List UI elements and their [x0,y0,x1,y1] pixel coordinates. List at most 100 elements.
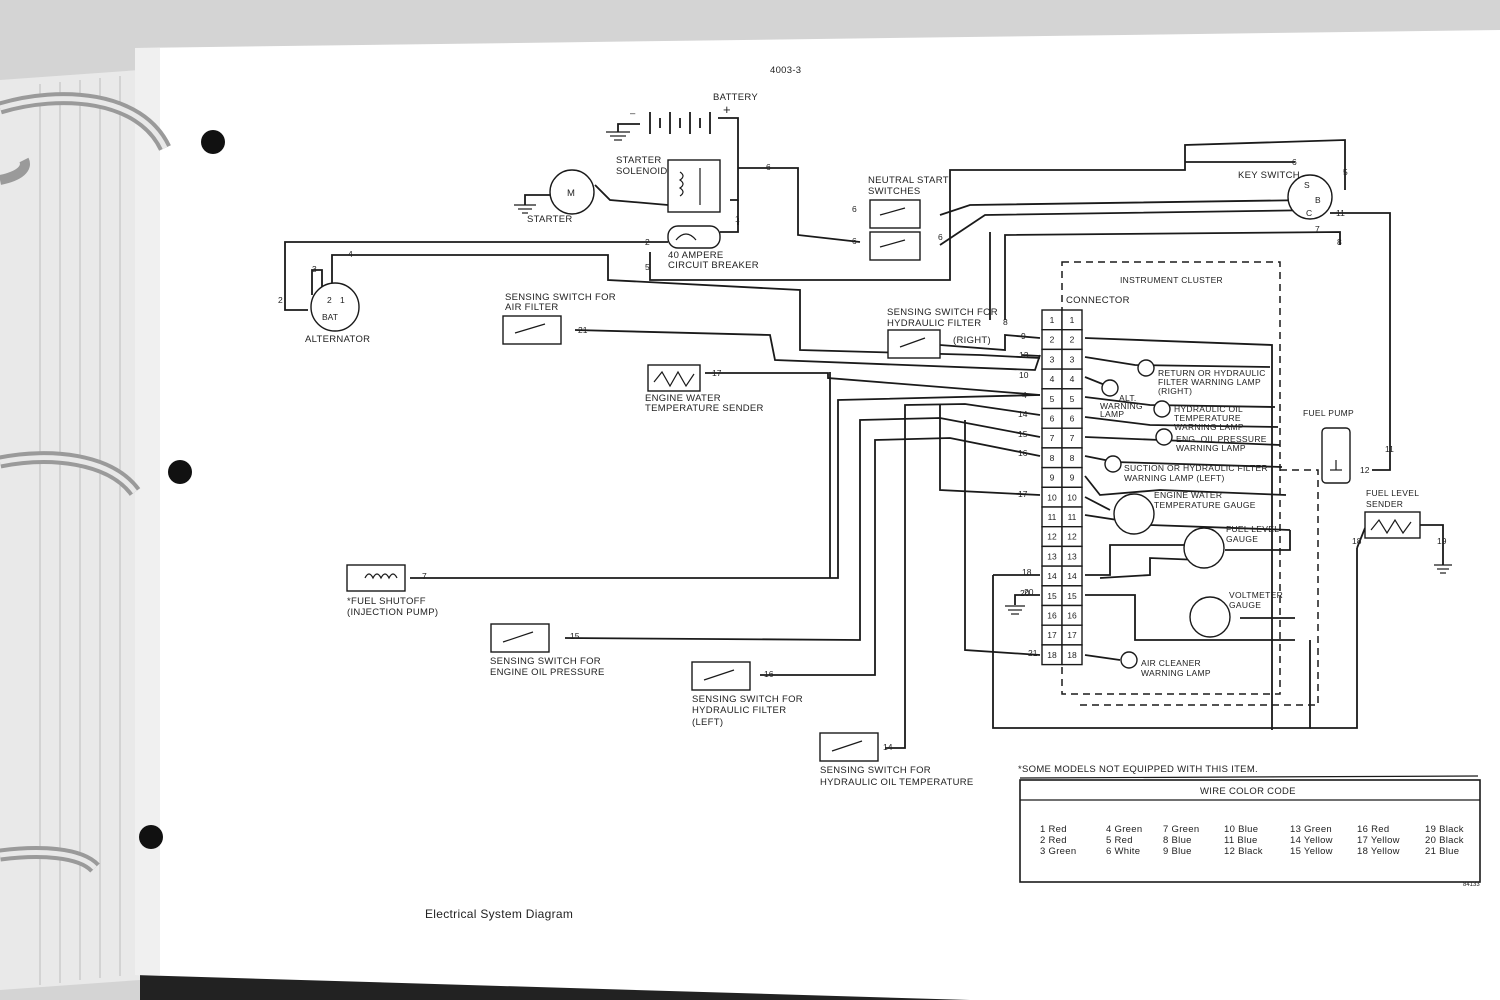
connector-pin-number: 13 [1047,551,1057,561]
svg-text:4: 4 [348,249,353,259]
battery-minus: – [630,108,636,119]
binder-ring-middle [0,451,141,497]
connector-pin-number: 4 [1070,374,1075,384]
connector-pin-number: 17 [1067,630,1077,640]
starter-solenoid-label-1: STARTER [616,155,662,166]
key-terminal-b: B [1315,195,1321,205]
binder-ring-top [0,92,171,185]
return-filter-lamp-label-2: FILTER WARNING LAMP [1158,377,1261,387]
svg-text:7: 7 [422,571,427,581]
oil-pressure-lamp-label-1: ENG. OIL PRESSURE [1176,434,1267,444]
connector-pin-number: 5 [1070,394,1075,404]
hyd-oil-temp-lamp-label-2: TEMPERATURE [1174,413,1241,423]
svg-text:6: 6 [1292,157,1297,167]
alternator-icon [310,282,360,332]
wire-color-entry: 20 Black [1425,835,1464,846]
connector-pin-number: 7 [1070,433,1075,443]
hyd-filter-right-label-1: SENSING SWITCH FOR [887,307,998,318]
breaker-label-2: CIRCUIT BREAKER [668,260,759,271]
wire-color-entry: 12 Black [1224,846,1263,857]
connector-pin-number: 1 [1050,315,1055,325]
connector-pin-number: 10 [1047,492,1057,502]
punch-hole-middle [168,460,192,484]
neutral-start-label-2: SWITCHES [868,186,921,197]
fuel-shutoff-label-1: *FUEL SHUTOFF [347,596,426,607]
connector-pin-number: 8 [1050,453,1055,463]
svg-text:12: 12 [1360,465,1370,475]
connector-pin-number: 2 [1050,335,1055,345]
svg-text:11: 11 [1385,444,1394,454]
connector-pin-number: 18 [1047,650,1057,660]
water-temp-gauge-label-1: ENGINE WATER [1154,490,1222,500]
svg-text:17: 17 [1018,489,1028,499]
connector-pin-number: 11 [1068,512,1077,522]
wire-color-entry: 4 Green [1106,824,1142,835]
svg-text:15: 15 [1018,429,1028,439]
return-filter-lamp-icon [1137,359,1155,377]
connector-pin-number: 10 [1067,492,1077,502]
voltmeter-label-2: GAUGE [1229,600,1261,610]
connector-pin-number: 2 [1070,335,1075,345]
connector-cell [1061,644,1083,666]
hyd-oil-temp-label-2: HYDRAULIC OIL TEMPERATURE [820,777,974,788]
hyd-filter-left-label-3: (LEFT) [692,717,723,728]
caption: Electrical System Diagram [425,907,573,921]
connector-pin-number: 3 [1050,354,1055,364]
air-filter-switch-icon [502,315,562,345]
wire-color-entry: 15 Yellow [1290,846,1333,857]
svg-text:14: 14 [1018,409,1028,419]
svg-text:13: 13 [1019,350,1029,360]
wire-color-entry: 18 Yellow [1357,846,1400,857]
wire-color-entry: 1 Red [1040,824,1067,835]
svg-text:16: 16 [1018,448,1028,458]
svg-text:10: 10 [1019,370,1029,380]
svg-text:2: 2 [645,237,650,247]
figure-code: 84133 [1463,882,1480,888]
connector-pin-number: 15 [1067,591,1077,601]
wiring [284,117,1444,749]
oil-pressure-switch-icon [490,623,550,653]
wire-color-entry: 19 Black [1425,824,1464,835]
connector-pin-number: 3 [1070,354,1075,364]
key-terminal-c: C [1306,208,1312,218]
battery-label: BATTERY [713,92,758,103]
wire-color-code-table [1019,779,1481,883]
svg-text:6: 6 [766,162,771,172]
connector-pin-number: 8 [1070,453,1075,463]
fuel-shutoff-icon [346,564,406,592]
wire-color-entry: 3 Green [1040,846,1076,857]
oil-pressure-lamp-label-2: WARNING LAMP [1176,443,1246,453]
water-temp-gauge-icon [1113,493,1155,535]
hyd-oil-temp-lamp-label-3: WARNING LAMP [1174,422,1244,432]
svg-text:15: 15 [570,631,580,641]
battery-plus: + [723,102,731,117]
voltmeter-label-1: VOLTMETER [1229,590,1283,600]
svg-text:6: 6 [852,204,857,214]
connector-pin-number: 9 [1070,473,1075,483]
svg-text:19: 19 [1437,536,1447,546]
oil-pressure-lamp-icon [1155,428,1173,446]
alt-term-1: 1 [340,295,345,305]
svg-text:18: 18 [1022,567,1032,577]
hyd-oil-temp-lamp-label-1: HYDRAULIC OIL [1174,404,1243,414]
connector-pin-number: 6 [1050,414,1055,424]
alternator-label: ALTERNATOR [305,334,370,345]
left-page-stack [0,70,140,990]
connector-pin-number: 12 [1047,532,1057,542]
air-filter-label-2: AIR FILTER [505,302,559,313]
wire-color-entry: 14 Yellow [1290,835,1333,846]
starter-motor-symbol: M [567,188,575,199]
return-filter-lamp-label-3: (RIGHT) [1158,386,1192,396]
svg-text:8: 8 [1337,237,1342,247]
wire-color-entry: 5 Red [1106,835,1133,846]
hyd-filter-right-label-3: (RIGHT) [953,335,991,346]
starter-motor-icon [549,169,595,215]
punch-hole-bottom [139,825,163,849]
solenoid-coil-icon [678,171,684,197]
svg-text:7: 7 [1315,224,1320,234]
svg-text:17: 17 [712,368,722,378]
svg-text:5: 5 [1343,167,1348,177]
